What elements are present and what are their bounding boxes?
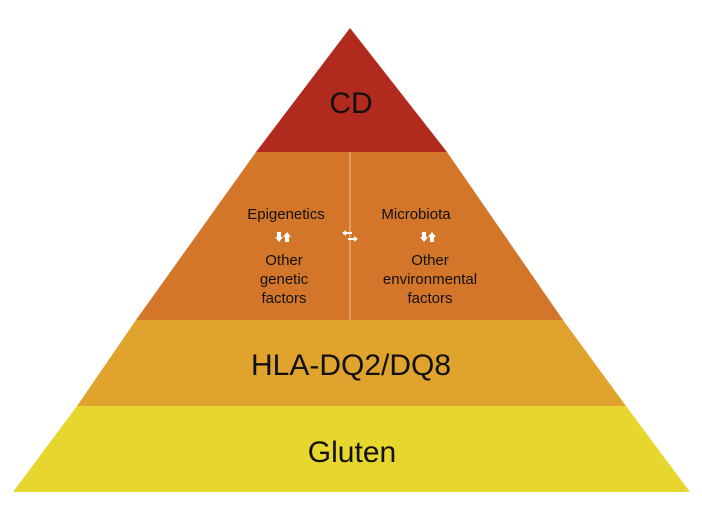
other-environmental-line-1: Other [411,252,449,269]
microbiota-label: Microbiota [381,206,451,223]
down-up-arrows-icon [420,232,436,242]
down-up-arrows-icon [275,232,291,242]
other-environmental-line-2: environmental [383,271,477,288]
tier-hla [77,320,626,406]
tier-gluten [13,406,690,492]
tier-cd-label: CD [329,87,372,120]
tier-cd [256,28,447,152]
other-environmental-line-3: factors [407,290,452,307]
other-genetic-line-1: Other [265,252,303,269]
epigenetics-label: Epigenetics [247,206,325,223]
other-genetic-line-2: genetic [260,271,309,288]
tier-hla-label: HLA-DQ2/DQ8 [251,349,451,382]
other-genetic-line-3: factors [261,290,306,307]
bidirectional-exchange-icon [342,230,358,242]
tier-gluten-label: Gluten [308,436,396,469]
